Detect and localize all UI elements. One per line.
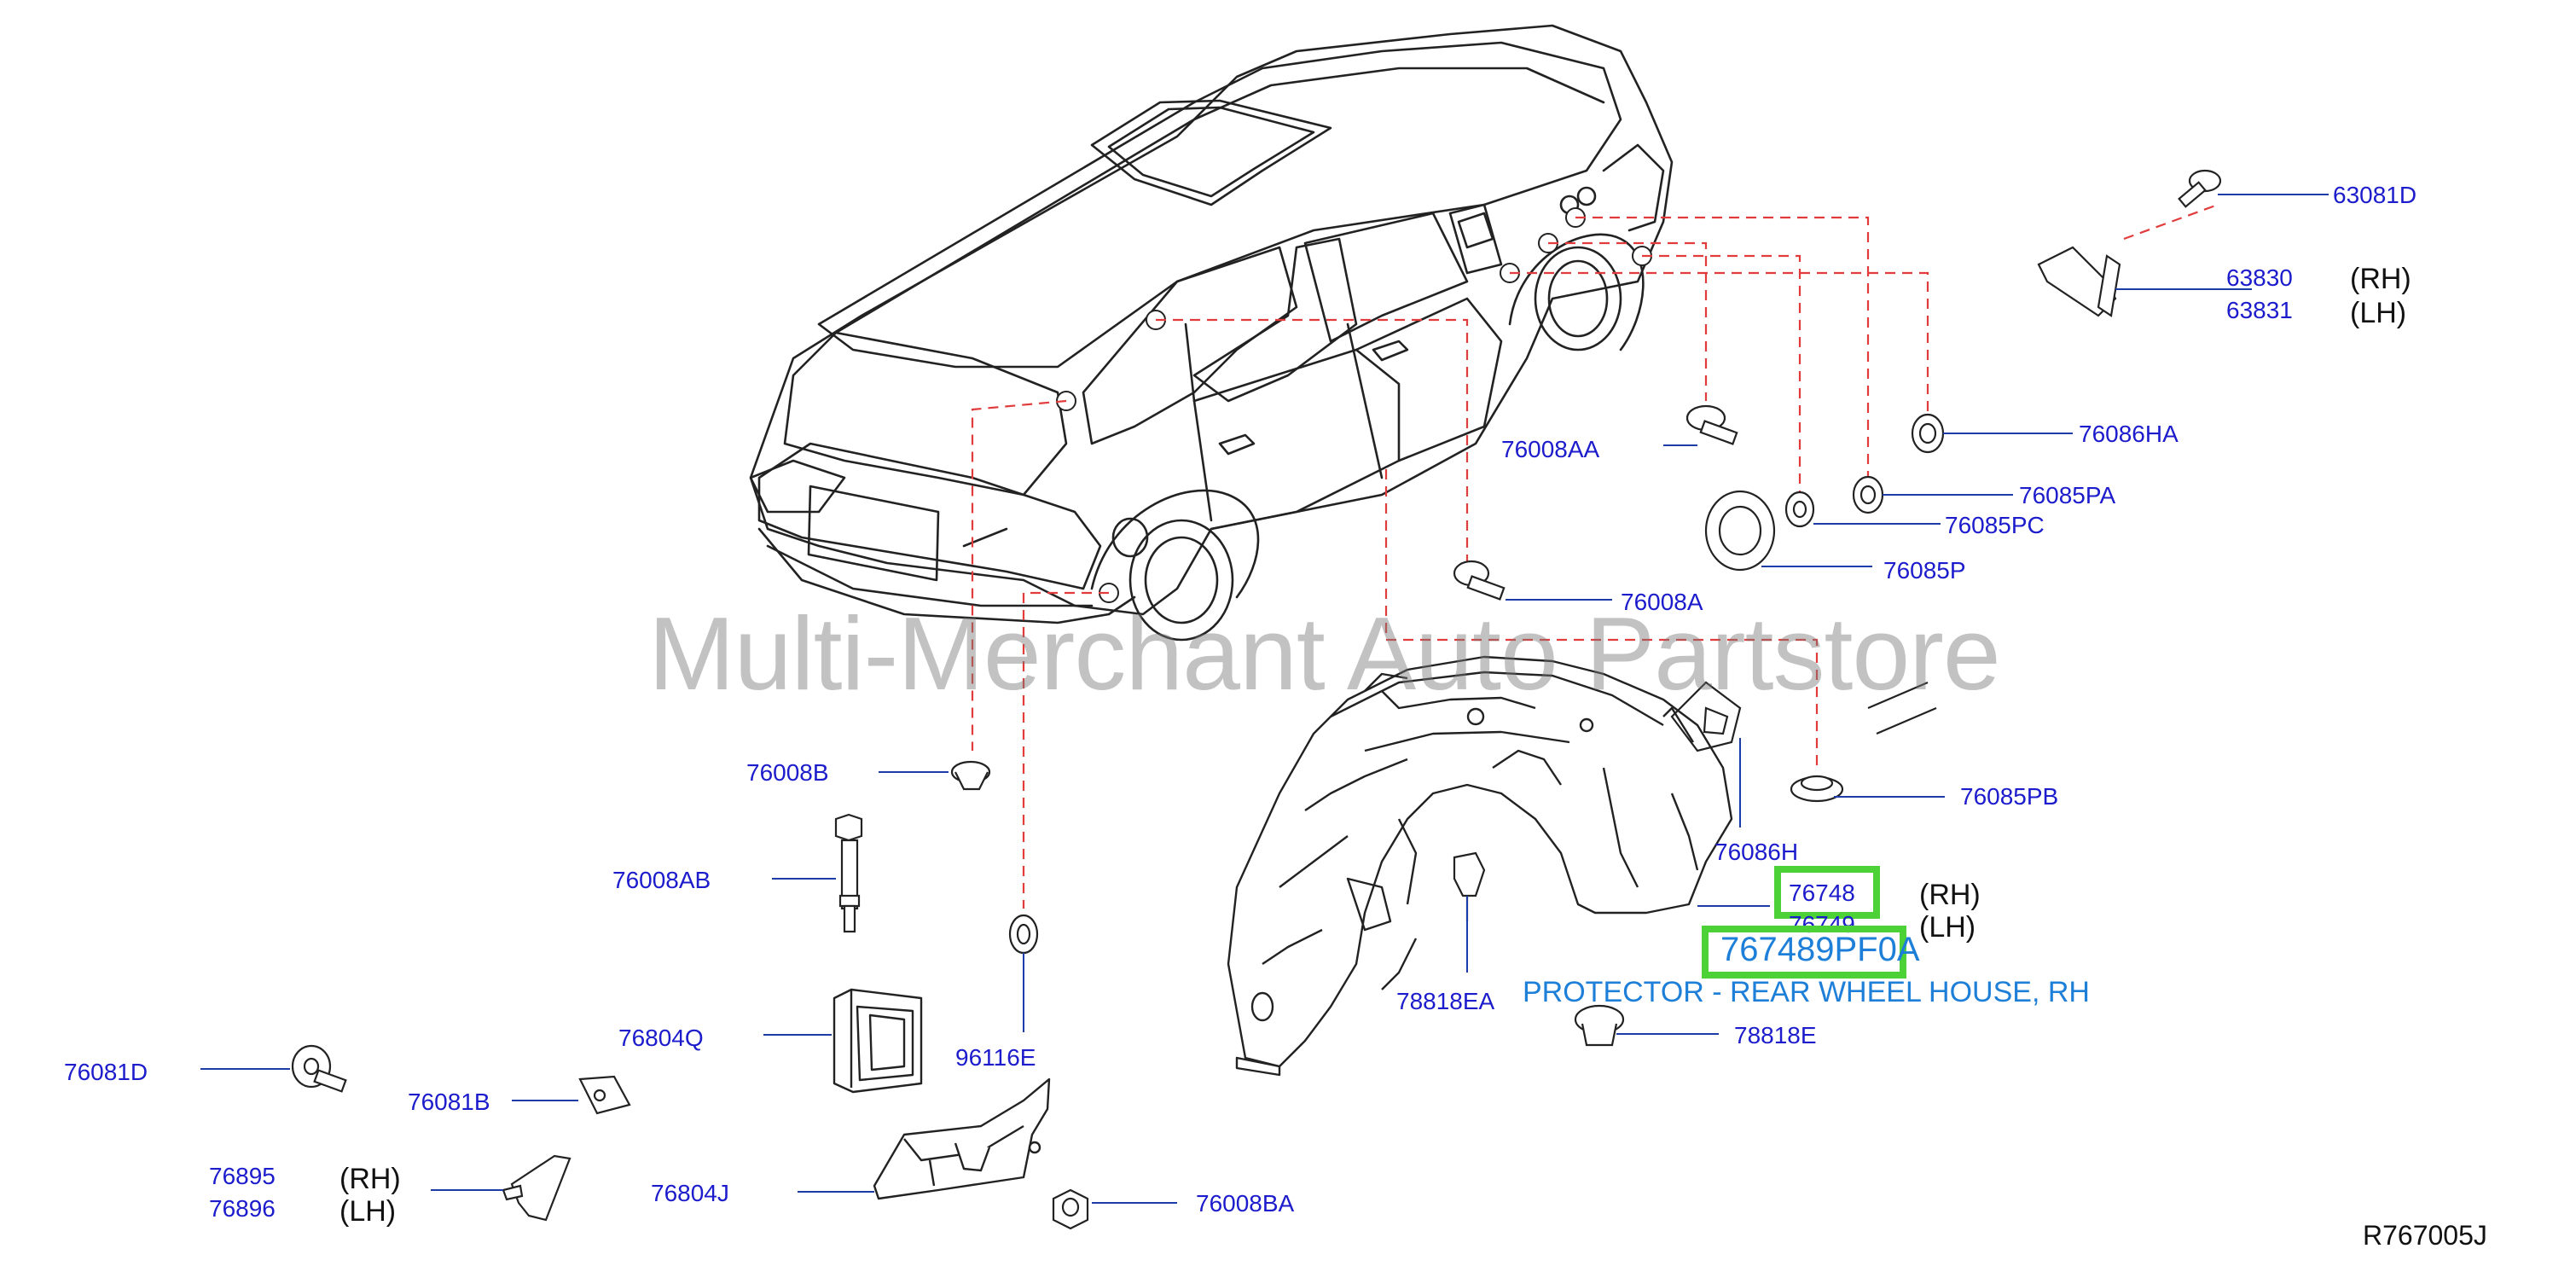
side-label-rh-76748: (RH) xyxy=(1919,879,1981,911)
side-label-rh-76895: (RH) xyxy=(339,1163,401,1195)
side-label-lh-76749: (LH) xyxy=(1919,911,1976,944)
part-label-76085PB[interactable]: 76085PB xyxy=(1960,783,2059,810)
bracket-76804Q xyxy=(833,988,923,1094)
bracket-76086H xyxy=(1670,681,1937,752)
watermark-text: Multi-Merchant Auto Partstore xyxy=(648,595,2001,711)
part-label-63830[interactable]: 63830 xyxy=(2226,264,2293,291)
vehicle-illustration xyxy=(749,24,1674,642)
part-label-78818E[interactable]: 78818E xyxy=(1734,1022,1817,1048)
diagram-reference-code: R767005J xyxy=(2363,1220,2487,1251)
part-label-63831[interactable]: 63831 xyxy=(2226,297,2293,323)
part-label-76008A[interactable]: 76008A xyxy=(1621,589,1703,615)
part-label-76085PA[interactable]: 76085PA xyxy=(2019,482,2116,508)
part-label-76085P[interactable]: 76085P xyxy=(1883,557,1966,584)
side-label-lh-76896: (LH) xyxy=(339,1195,397,1228)
highlight-box-767489PF0A xyxy=(1702,926,1906,979)
side-label-rh-63830: (RH) xyxy=(2350,263,2411,295)
part-label-76896[interactable]: 76896 xyxy=(209,1195,276,1222)
part-label-76895[interactable]: 76895 xyxy=(209,1163,276,1189)
part-label-76081B[interactable]: 76081B xyxy=(408,1089,490,1115)
part-label-78818EA[interactable]: 78818EA xyxy=(1396,988,1495,1014)
part-label-76081D[interactable]: 76081D xyxy=(64,1059,148,1085)
wheel-house-protector-illustration xyxy=(1227,655,1733,1077)
part-label-76085PC[interactable]: 76085PC xyxy=(1945,512,2045,538)
part-label-63081D[interactable]: 63081D xyxy=(2333,182,2417,208)
part-label-76748[interactable]: 76748 xyxy=(1789,880,1855,906)
highlighted-part-description: PROTECTOR - REAR WHEEL HOUSE, RH xyxy=(1523,976,2090,1008)
fastener-parts xyxy=(291,169,2222,1230)
part-label-76086H[interactable]: 76086H xyxy=(1714,839,1799,865)
part-label-76008AB[interactable]: 76008AB xyxy=(612,867,711,893)
part-label-76804Q[interactable]: 76804Q xyxy=(618,1025,704,1051)
part-label-76008AA[interactable]: 76008AA xyxy=(1501,436,1600,462)
callout-leaders xyxy=(971,203,2219,909)
label-leaders xyxy=(200,194,2329,1204)
highlight-box-76748 xyxy=(1774,866,1880,919)
part-label-76008BA[interactable]: 76008BA xyxy=(1196,1190,1295,1217)
part-label-96116E[interactable]: 96116E xyxy=(955,1044,1036,1071)
shield-76804J xyxy=(873,1077,1051,1200)
part-label-76804J[interactable]: 76804J xyxy=(651,1180,729,1206)
part-label-76086HA[interactable]: 76086HA xyxy=(2079,421,2179,447)
part-label-76008B[interactable]: 76008B xyxy=(746,759,829,786)
highlighted-part-number[interactable]: 767489PF0A xyxy=(1720,931,1920,968)
side-label-lh-63831: (LH) xyxy=(2350,297,2407,329)
